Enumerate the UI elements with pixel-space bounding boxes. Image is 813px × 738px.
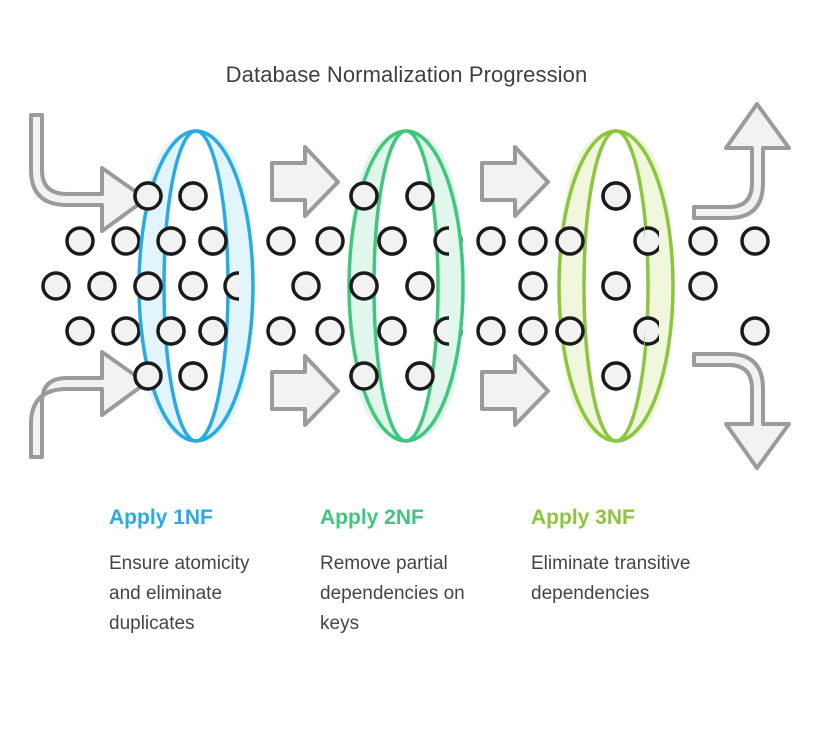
flow-arrow-2 [270,354,340,427]
flow-arrow-1 [270,145,340,218]
flow-arrow-4 [480,354,550,427]
flow-arrow-3 [480,145,550,218]
stage-heading-1nf: Apply 1NF [109,506,213,529]
stage-captions: Apply 1NF Ensure atomicity and eliminate… [0,505,813,705]
inflow-arrow-bottom [29,350,148,459]
stage-caption-3nf: Apply 3NF Eliminate transitive dependenc… [531,505,741,609]
outflow-arrow-top [692,102,791,220]
filter-ring-3nf [557,129,675,443]
stage-heading-2nf: Apply 2NF [320,506,424,529]
stage-3-output-dots [740,226,770,346]
in-ring-dots [133,181,631,391]
stage-caption-2nf: Apply 2NF Remove partial dependencies on… [320,505,520,639]
outflow-arrow-bottom [692,352,791,470]
stage-body-1nf: Ensure atomicity and eliminate duplicate… [109,553,250,634]
stage-heading-3nf: Apply 3NF [531,506,635,529]
stage-caption-1nf: Apply 1NF Ensure atomicity and eliminate… [109,505,309,639]
inflow-arrow-top [29,113,148,233]
stage-body-3nf: Eliminate transitive dependencies [531,553,691,604]
page-title: Database Normalization Progression [225,62,588,87]
stage-body-2nf: Remove partial dependencies on keys [320,553,465,634]
rim-clipped-dots [225,226,659,346]
